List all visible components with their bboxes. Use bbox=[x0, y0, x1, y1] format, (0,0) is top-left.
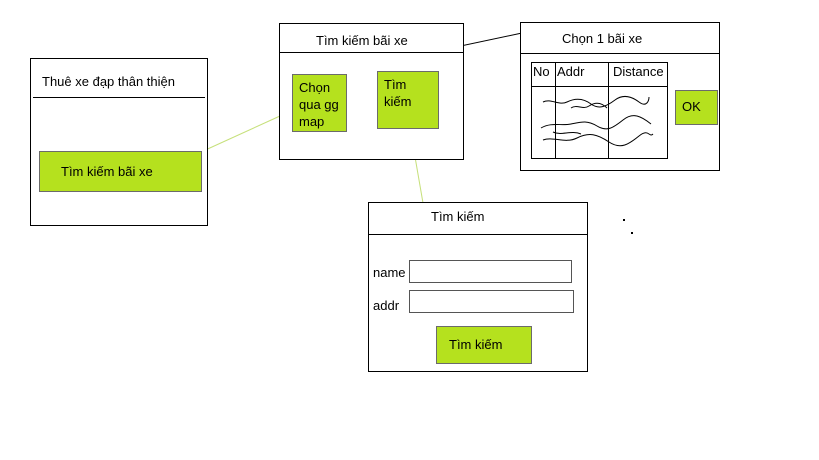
choose-lot-title-divider bbox=[521, 53, 719, 54]
ok-button-label: OK bbox=[682, 99, 701, 114]
addr-field[interactable] bbox=[409, 290, 574, 313]
search-button[interactable]: Tìm kiếm bbox=[377, 71, 439, 129]
search-lot-title-divider bbox=[280, 52, 463, 53]
choose-lot-screen: Chọn 1 bãi xe No Addr Distance OK bbox=[520, 22, 720, 171]
home-screen: Thuê xe đạp thân thiện Tìm kiếm bãi xe bbox=[30, 58, 208, 226]
name-label: name bbox=[373, 265, 406, 280]
search-lot-button-label: Tìm kiếm bãi xe bbox=[61, 164, 153, 179]
addr-label: addr bbox=[373, 298, 400, 313]
search-lot-button[interactable]: Tìm kiếm bãi xe bbox=[39, 151, 202, 192]
search-form-title-divider bbox=[369, 234, 587, 235]
connector-home-to-search bbox=[200, 115, 281, 153]
ok-button[interactable]: OK bbox=[675, 90, 718, 125]
table-column-divider bbox=[608, 63, 609, 158]
name-field[interactable] bbox=[409, 260, 572, 283]
column-header-addr: Addr bbox=[557, 64, 585, 79]
home-title-divider bbox=[33, 97, 205, 98]
choose-lot-title: Chọn 1 bãi xe bbox=[562, 31, 643, 46]
submit-search-button[interactable]: Tìm kiếm bbox=[436, 326, 532, 364]
google-map-button-label: Chọn qua gg map bbox=[299, 80, 339, 129]
column-header-distance: Distance bbox=[613, 64, 664, 79]
column-header-no: No bbox=[533, 64, 550, 79]
search-lot-title: Tìm kiếm bãi xe bbox=[316, 33, 408, 48]
google-map-button[interactable]: Chọn qua gg map bbox=[292, 74, 347, 132]
parking-lot-table: No Addr Distance bbox=[531, 62, 668, 159]
stray-dot bbox=[623, 219, 625, 221]
search-form-screen: Tìm kiếm name addr Tìm kiếm bbox=[368, 202, 588, 372]
table-column-divider bbox=[555, 63, 556, 158]
table-header-divider bbox=[532, 86, 667, 87]
search-button-label: Tìm kiếm bbox=[384, 77, 412, 109]
submit-search-button-label: Tìm kiếm bbox=[449, 337, 503, 352]
search-lot-screen: Tìm kiếm bãi xe Chọn qua gg map Tìm kiếm bbox=[279, 23, 464, 160]
stray-dot bbox=[631, 232, 633, 234]
home-title: Thuê xe đạp thân thiện bbox=[42, 74, 175, 89]
placeholder-rows-scribble bbox=[540, 95, 654, 147]
search-form-title: Tìm kiếm bbox=[431, 209, 485, 224]
